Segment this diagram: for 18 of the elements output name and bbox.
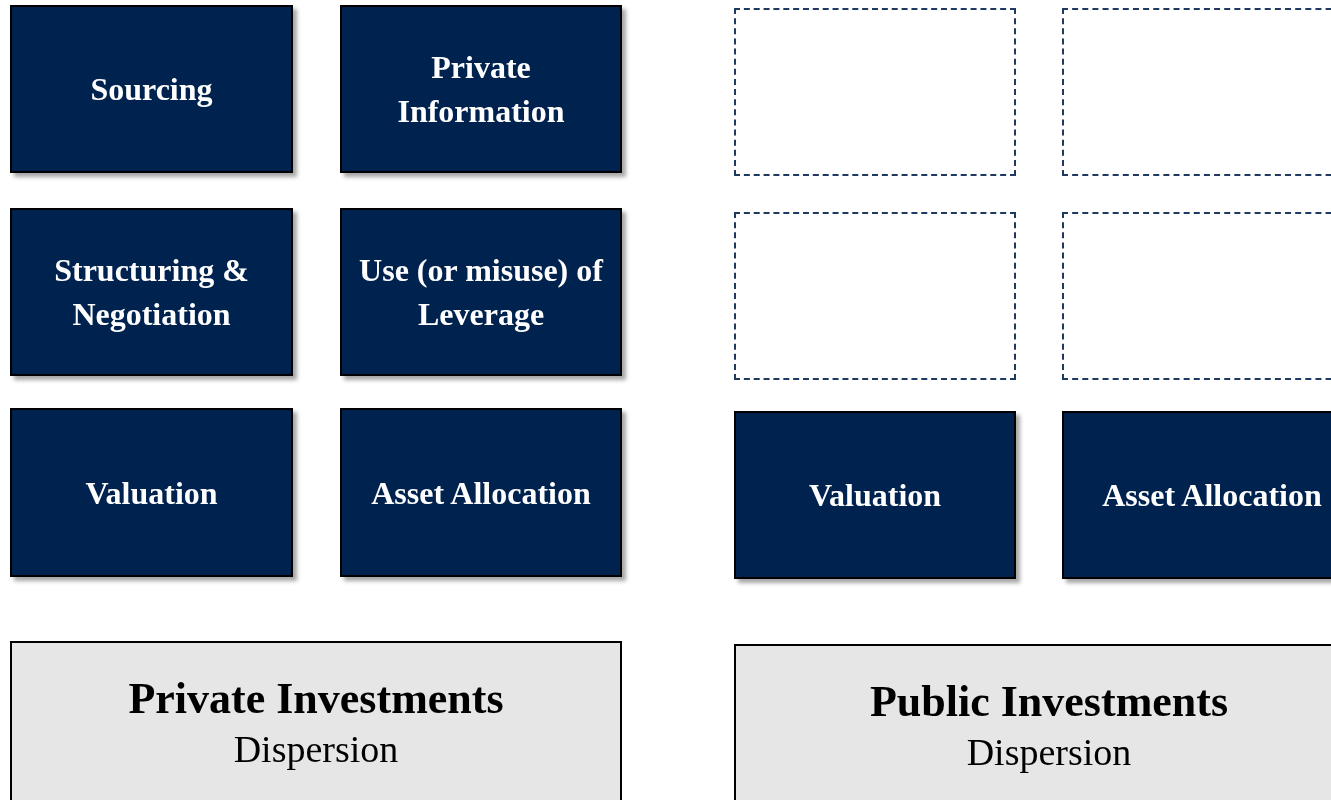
topic-box: Private Information <box>340 5 622 173</box>
category-panel <box>734 644 1331 800</box>
panel-heading: Public Investments <box>869 676 1229 728</box>
topic-box: Asset Allocation <box>1062 411 1331 579</box>
empty-placeholder-box <box>1062 8 1331 176</box>
category-panel <box>10 641 622 800</box>
topic-box: Use (or misuse) of Leverage <box>340 208 622 376</box>
topic-box: Valuation <box>734 411 1016 579</box>
empty-placeholder-box <box>734 8 1016 176</box>
topic-box: Valuation <box>10 408 293 577</box>
topic-box: Asset Allocation <box>340 408 622 577</box>
empty-placeholder-box <box>734 212 1016 380</box>
panel-heading: Private Investments <box>128 673 504 725</box>
topic-box: Structuring & Negotiation <box>10 208 293 376</box>
topic-box: Sourcing <box>10 5 293 173</box>
panel-subheading: Dispersion <box>233 727 399 772</box>
panel-subheading: Dispersion <box>966 730 1132 775</box>
empty-placeholder-box <box>1062 212 1331 380</box>
